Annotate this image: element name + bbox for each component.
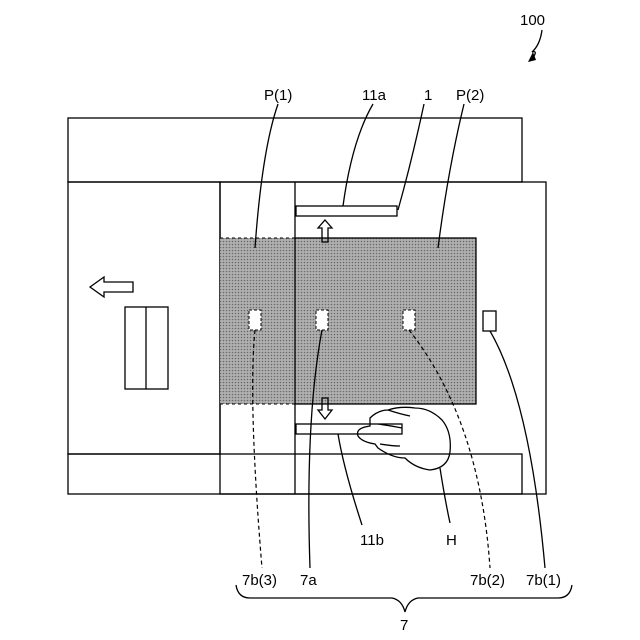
label-7b3: 7b(3) bbox=[242, 572, 277, 589]
sensor-7b2 bbox=[403, 310, 415, 330]
leader-7b1 bbox=[490, 331, 545, 568]
label-p2: P(2) bbox=[456, 87, 484, 104]
leader-11a bbox=[343, 104, 373, 206]
leader-1 bbox=[398, 104, 424, 210]
label-7b2: 7b(2) bbox=[470, 572, 505, 589]
sensor-7a bbox=[316, 310, 328, 330]
figure-ref-label: 100 bbox=[520, 12, 545, 29]
label-p1: P(1) bbox=[264, 87, 292, 104]
leader-h bbox=[440, 468, 450, 523]
label-7a: 7a bbox=[300, 572, 317, 589]
left-compartment bbox=[68, 182, 220, 454]
label-7: 7 bbox=[400, 617, 408, 634]
left-arrow-icon bbox=[90, 277, 133, 297]
group-brace-7 bbox=[236, 585, 572, 612]
sensor-7b3 bbox=[249, 310, 261, 330]
guide-11a bbox=[296, 206, 397, 216]
sensor-7b1 bbox=[483, 311, 496, 331]
label-7b1: 7b(1) bbox=[526, 572, 561, 589]
label-11b: 11b bbox=[360, 532, 384, 549]
label-1: 1 bbox=[424, 87, 432, 104]
label-h: H bbox=[446, 532, 457, 549]
label-11a: 11a bbox=[362, 87, 387, 104]
leader-p2 bbox=[438, 104, 464, 248]
leader-p1 bbox=[255, 104, 278, 248]
leader-11b bbox=[338, 434, 362, 525]
discharge-tray bbox=[125, 307, 168, 389]
hand-icon bbox=[358, 407, 451, 470]
